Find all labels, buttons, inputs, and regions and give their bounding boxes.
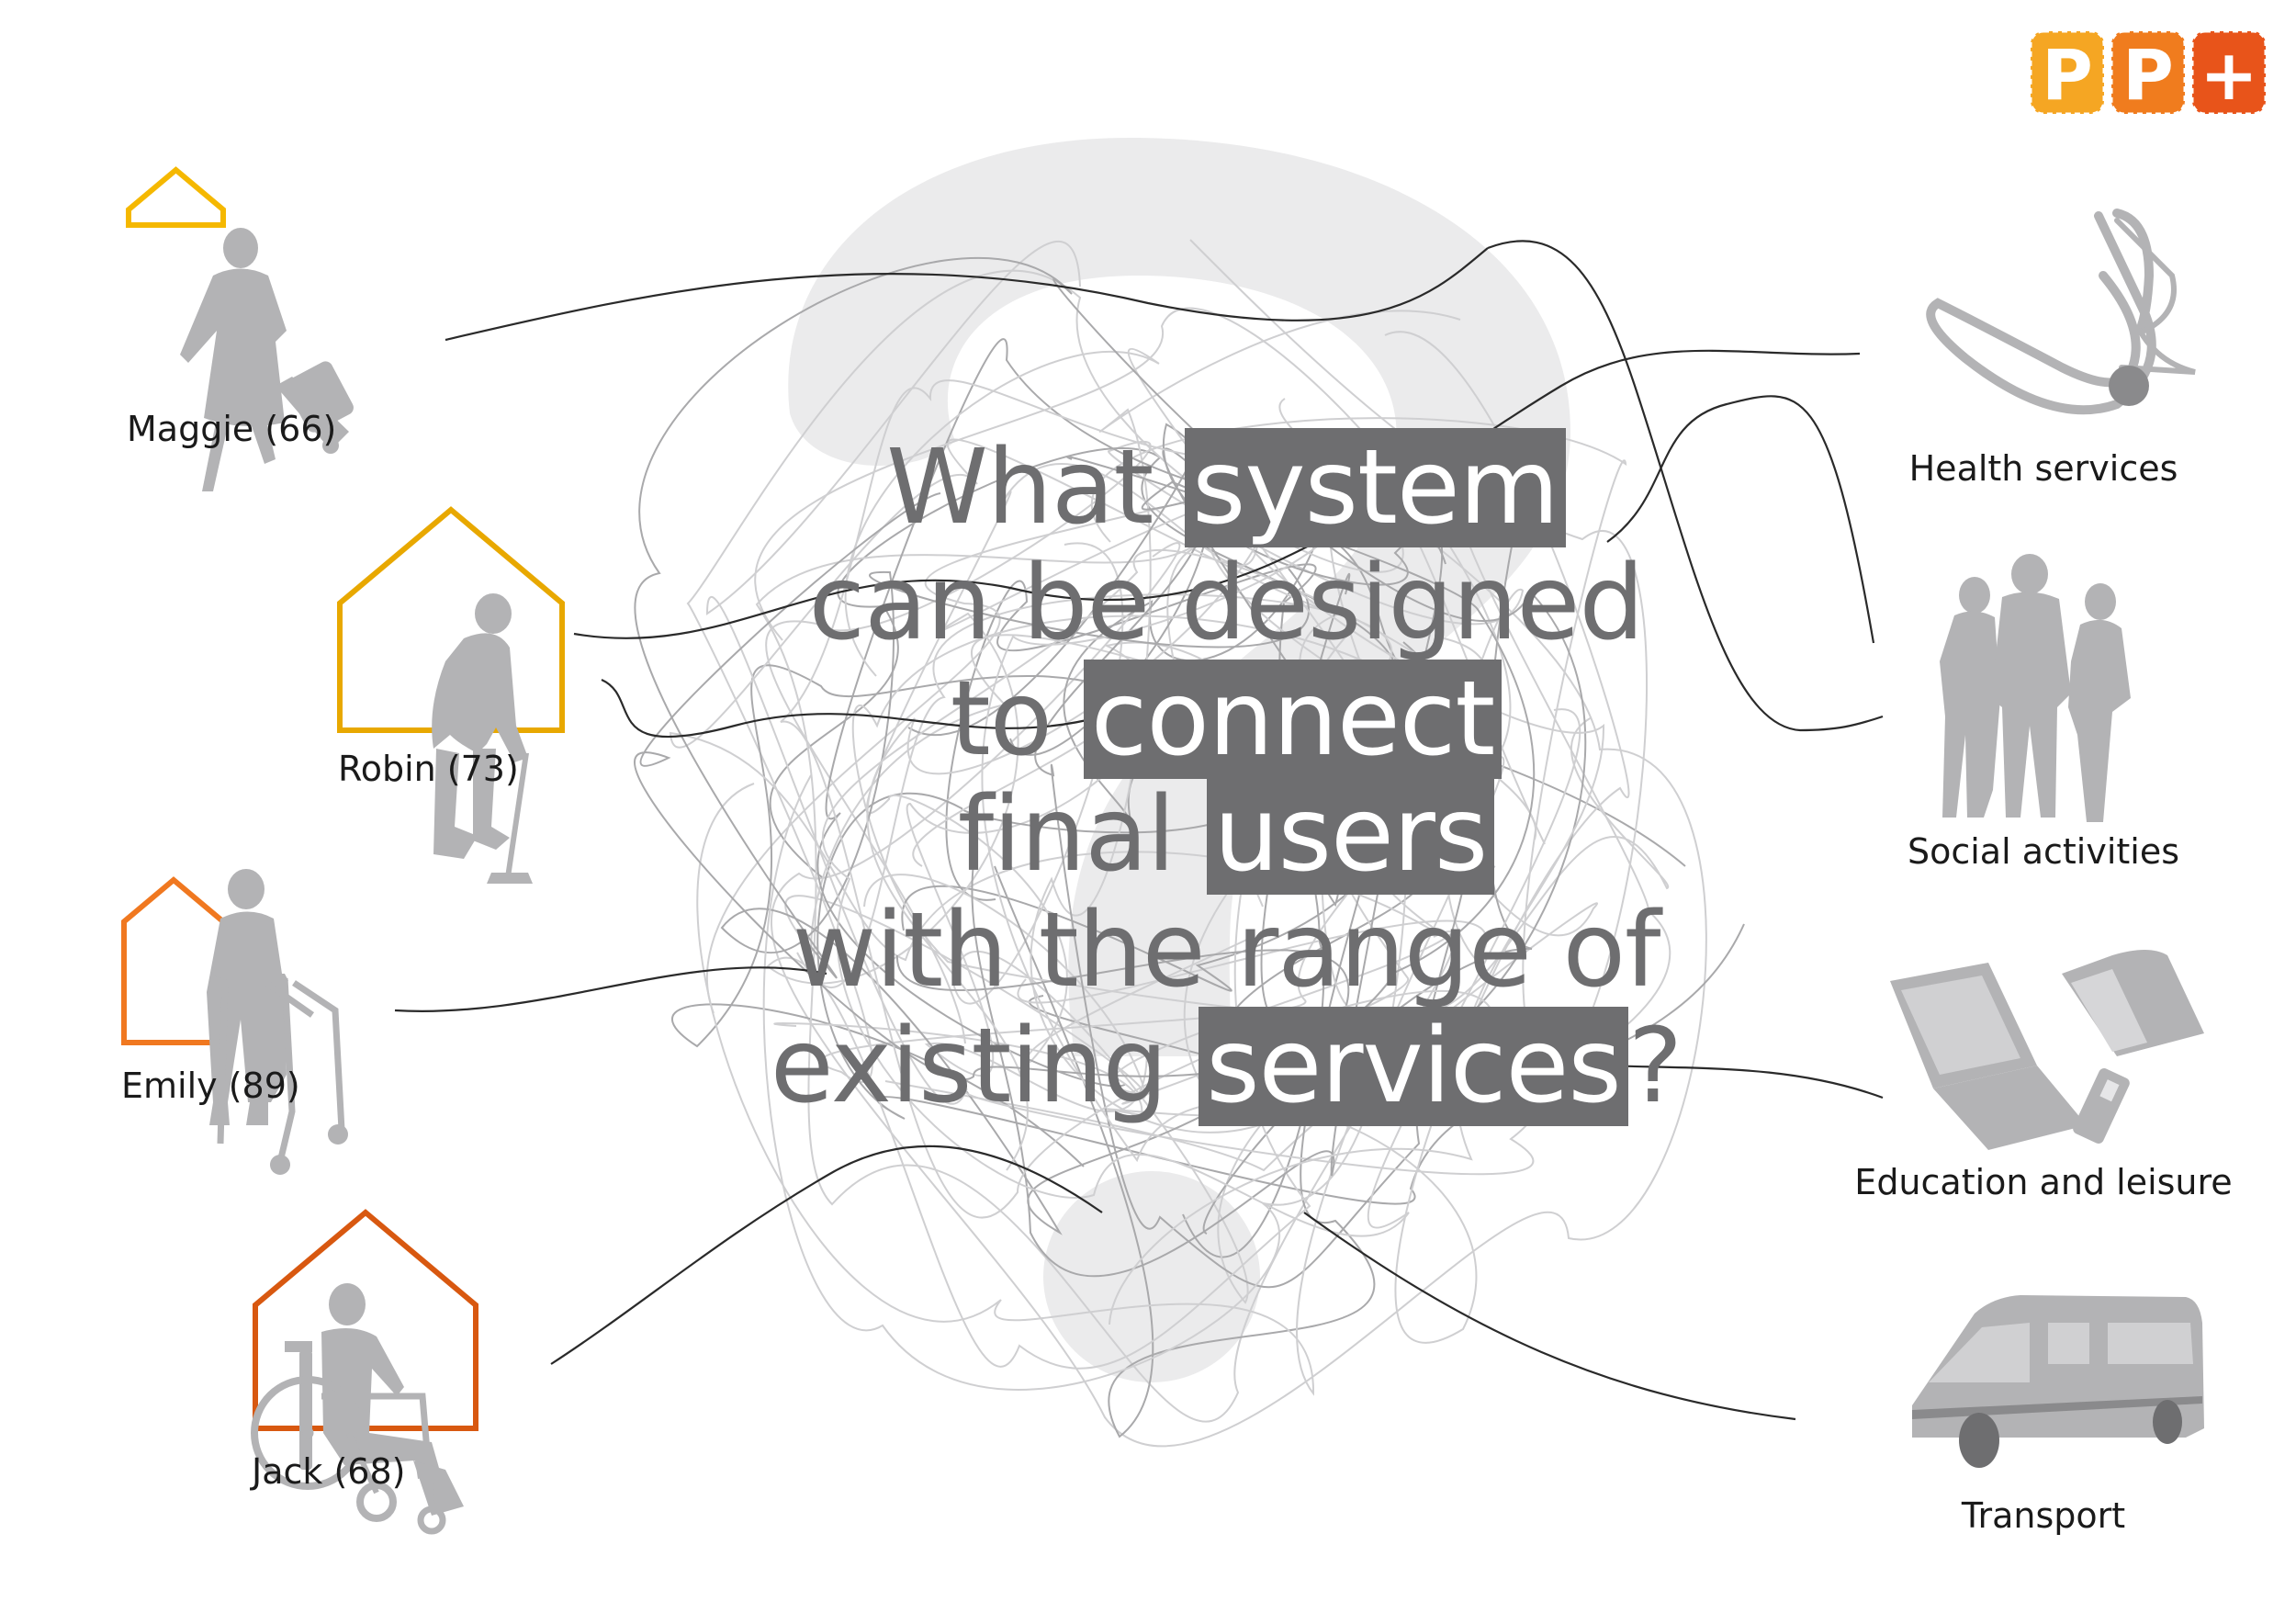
highlighted-word: system [1184, 428, 1566, 547]
wheelchair-frame [251, 1376, 446, 1535]
connection-line [601, 678, 1103, 739]
scribble-line [686, 269, 1490, 1083]
question-text: with the range of [792, 891, 1661, 1010]
question-line: with the range of [721, 893, 1731, 1009]
question-text: can be designed [808, 544, 1645, 663]
people-group-icon [1940, 554, 2131, 822]
question-text: ? [1627, 1007, 1683, 1126]
scribble-line [705, 451, 1598, 1172]
highlighted-word: services [1199, 1007, 1628, 1126]
scribble-line [766, 490, 1354, 1370]
elderly-woman-trolley-icon [180, 228, 354, 491]
connection-line [1303, 1212, 1796, 1421]
question-line: final users [721, 775, 1731, 895]
scribble-line [866, 500, 1605, 1325]
house-outline-4 [253, 1209, 478, 1431]
highlighted-word: connect [1083, 660, 1503, 779]
scribble-line [634, 456, 1536, 1080]
connection-line [550, 1145, 1103, 1365]
walker-wheels [270, 1124, 348, 1175]
question-text: final [957, 775, 1207, 895]
logo-letter: P [2122, 34, 2174, 116]
user-label: Robin (73) [338, 749, 519, 789]
logo-letter: P [2042, 34, 2093, 116]
walker-frame [209, 975, 345, 1163]
house-outline-1 [126, 166, 226, 228]
user-label: Emily (89) [121, 1066, 300, 1106]
scribble-line [755, 532, 1537, 1423]
scribble-line [771, 398, 1707, 1448]
house-outline-3 [121, 876, 226, 1045]
stethoscope-icon [1926, 209, 2196, 415]
scribble-line [669, 438, 1496, 962]
connection-line [1606, 395, 1875, 644]
connection-line [445, 247, 1489, 342]
scribble-line [696, 307, 1512, 1396]
connection-line [1487, 240, 1884, 732]
scribble-line [720, 568, 1351, 1235]
logo-tile [2190, 29, 2268, 116]
question-line: to connect [721, 660, 1731, 779]
question-text: existing [770, 1007, 1199, 1126]
service-label: Health services [1908, 448, 2178, 489]
user-houses [121, 166, 565, 1431]
highlighted-word: users [1206, 775, 1495, 895]
question-line: What system [721, 428, 1731, 547]
scribble-line [671, 661, 1325, 1258]
question-text: to [950, 660, 1084, 779]
van-icon [1912, 1295, 2204, 1468]
user-label: Maggie (66) [127, 409, 337, 449]
background-question-mark-icon [788, 138, 1570, 1382]
scribble-line [765, 440, 1525, 1044]
logo-tile [2029, 29, 2106, 116]
scribble-line [762, 347, 1426, 1391]
logo-letter: + [2200, 34, 2258, 116]
logo-tile [2110, 29, 2187, 116]
scribble-line [705, 239, 1649, 1176]
laptop-book-phone-icon [1890, 950, 2204, 1150]
connection-line [573, 349, 1861, 639]
service-label: Social activities [1907, 831, 2180, 872]
user-label: Jack (68) [252, 1451, 406, 1492]
service-label: Transport [1961, 1495, 2126, 1536]
scribble-line [769, 446, 1413, 992]
scribble-line [981, 331, 1630, 1344]
house-outline-2 [337, 506, 565, 733]
question-text: What [886, 428, 1185, 547]
elderly-man-cane-icon [432, 593, 533, 884]
question-line: can be designed [721, 546, 1731, 661]
connection-line [394, 966, 827, 1012]
service-label: Education and leisure [1854, 1162, 2233, 1202]
scribble-line [851, 615, 1670, 1019]
question-line: existing services? [721, 1007, 1731, 1126]
scribble-line [784, 634, 1409, 1105]
